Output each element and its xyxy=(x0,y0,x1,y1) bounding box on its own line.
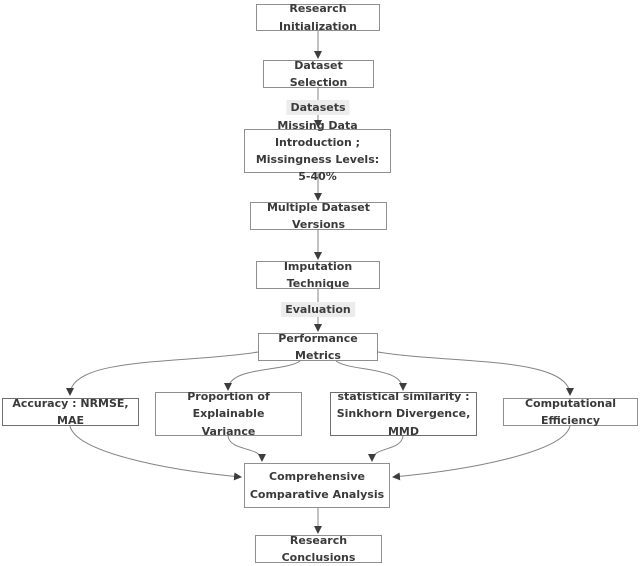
edge-similarity-to-analysis xyxy=(368,435,404,462)
edge-accuracy-to-analysis xyxy=(69,425,242,481)
node-comprehensive-analysis: Comprehensive Comparative Analysis xyxy=(244,463,390,508)
edge-label-datasets: Datasets xyxy=(286,100,350,115)
edge-metrics-to-efficiency xyxy=(377,351,574,396)
edge-metrics-to-similarity xyxy=(335,360,407,391)
node-performance-metrics: Performance Metrics xyxy=(258,332,378,362)
node-research-initialization: Research Initialization xyxy=(256,2,380,33)
node-statistical-similarity: statistical similarity : Sinkhorn Diverg… xyxy=(330,390,477,438)
edge-metrics-to-accuracy xyxy=(66,351,259,396)
node-imputation-technique: Imputation Technique xyxy=(256,260,380,290)
node-explainable-variance: Proportion of Explainable Variance xyxy=(155,390,302,438)
node-research-conclusions: Research Conclusions xyxy=(255,534,382,564)
node-accuracy-metrics: Accuracy : NRMSE, MAE xyxy=(2,397,139,427)
edge-variance-to-analysis xyxy=(227,435,266,462)
edge-efficiency-to-analysis xyxy=(392,425,571,481)
node-multiple-dataset-versions: Multiple Dataset Versions xyxy=(250,201,387,231)
node-dataset-selection: Dataset Selection xyxy=(263,59,374,89)
node-computational-efficiency: Computational Efficiency xyxy=(503,397,638,427)
node-missing-data-introduction: Missing Data Introduction ; Missingness … xyxy=(244,119,391,183)
edge-label-evaluation: Evaluation xyxy=(281,302,355,317)
edge-metrics-to-variance xyxy=(224,360,301,391)
